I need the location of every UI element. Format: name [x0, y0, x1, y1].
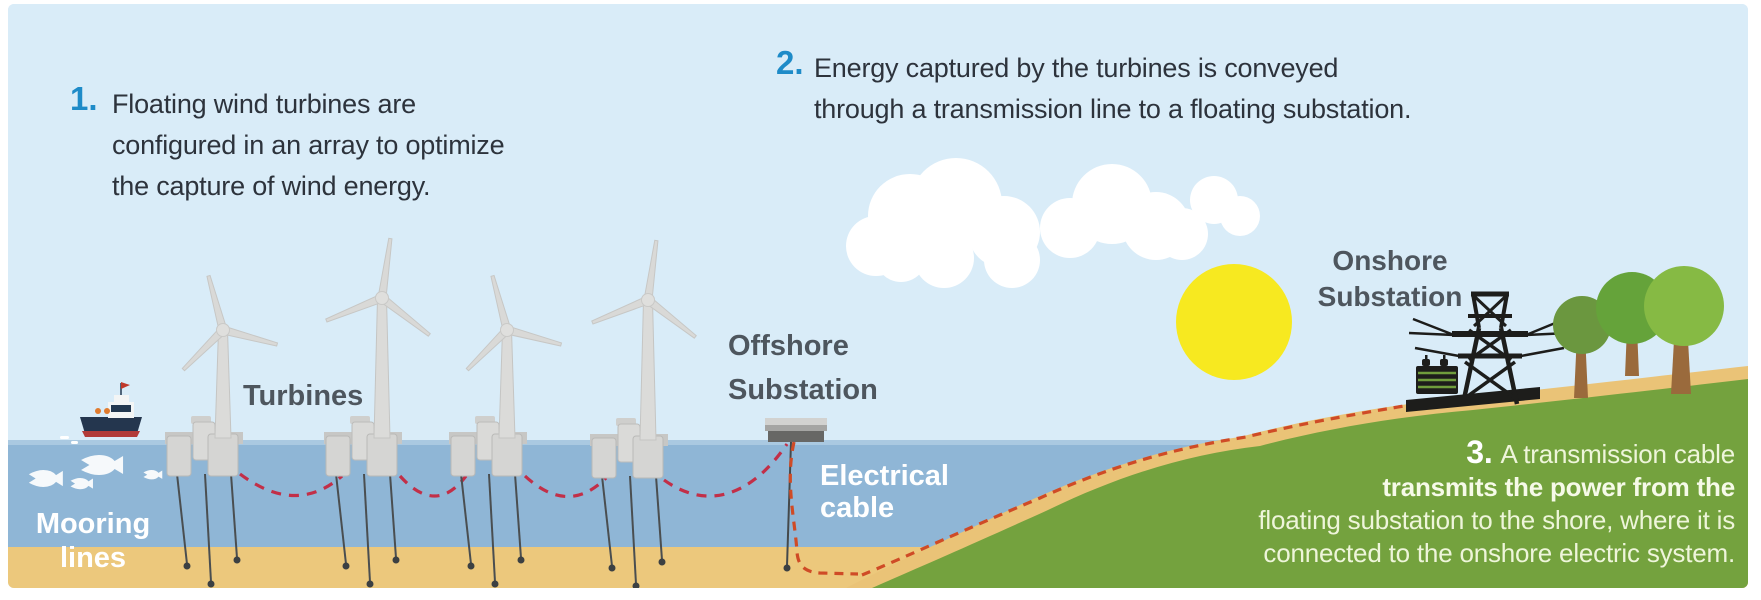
- offshore-substation-label: Offshore Substation: [728, 330, 878, 406]
- boat-icon: [60, 382, 142, 444]
- transformer-icon: [1416, 355, 1458, 394]
- step3-line1: 3.A transmission cable: [1466, 434, 1735, 470]
- step3-line2: transmits the power from the: [1382, 472, 1735, 502]
- step2-number: 2.: [776, 44, 804, 81]
- step3-line4: connected to the onshore electric system…: [1263, 538, 1735, 568]
- turbines-label: Turbines: [243, 380, 364, 412]
- step3-line3: floating substation to the shore, where …: [1258, 505, 1735, 535]
- step1-line1: Floating wind turbines are: [112, 89, 416, 119]
- hill-green: [872, 379, 1748, 588]
- step1-line2: configured in an array to optimize: [112, 130, 505, 160]
- array-cable-dashed: [239, 443, 789, 499]
- tree-icon: [1644, 266, 1724, 394]
- illustration-scene: 1. Floating wind turbines are configured…: [8, 4, 1748, 588]
- step3-number: 3.: [1466, 434, 1493, 470]
- scene-artwork: [8, 4, 1748, 588]
- onshore-substation-label: Onshore Substation: [1317, 245, 1463, 312]
- mooring-lines-label: Mooring lines: [35, 508, 151, 574]
- step1-text: Floating wind turbines are configured in…: [112, 84, 505, 207]
- step2-line1: Energy captured by the turbines is conve…: [814, 53, 1339, 83]
- export-cable-land-dashed: [861, 403, 1411, 577]
- cloud-icon: [846, 158, 1040, 288]
- horizon-line: [8, 440, 1748, 445]
- step1-line3: the capture of wind energy.: [112, 171, 431, 201]
- export-cable-sea-dashed: [788, 441, 859, 576]
- sun-icon: [1176, 264, 1292, 380]
- step1-number: 1.: [70, 80, 98, 117]
- step2-text: Energy captured by the turbines is conve…: [814, 48, 1411, 130]
- electrical-cable-label: Electrical cable: [820, 460, 949, 524]
- cloud-icon: [1040, 164, 1260, 260]
- step3-text: 3.A transmission cable transmits the pow…: [1258, 436, 1735, 570]
- step2-line2: through a transmission line to a floatin…: [814, 94, 1412, 124]
- transmission-tower-icon: [1408, 291, 1570, 405]
